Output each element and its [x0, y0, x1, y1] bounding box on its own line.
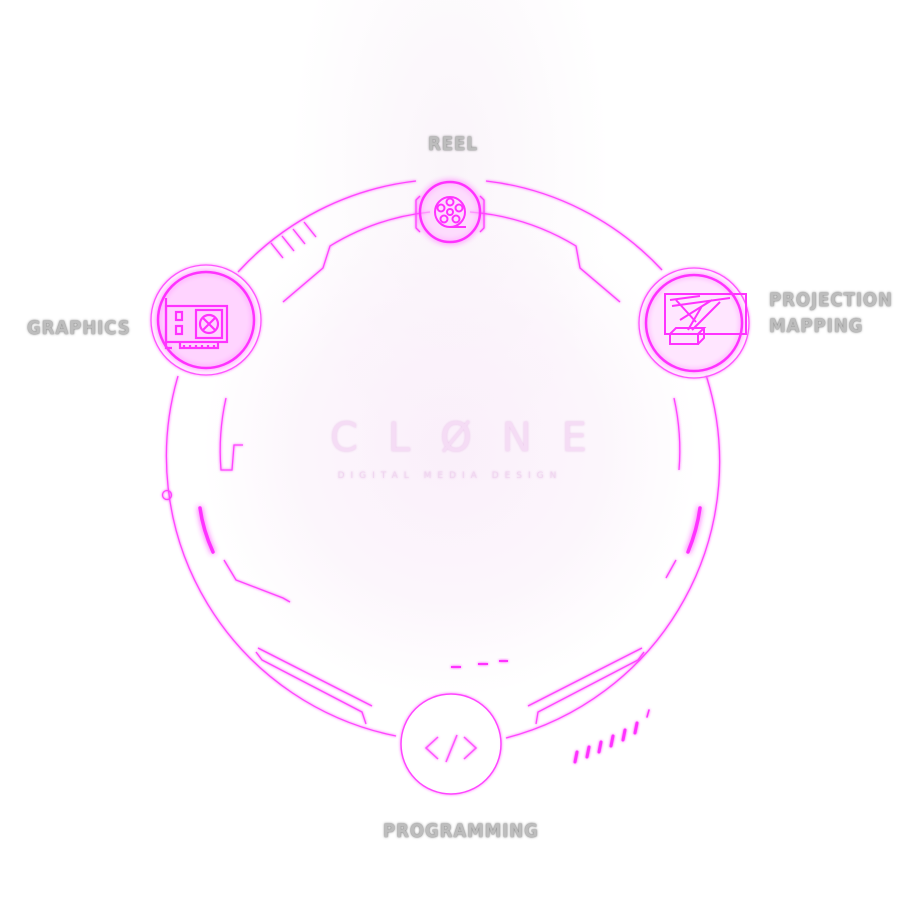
center-logo: CLØNE DIGITAL MEDIA DESIGN	[300, 415, 600, 481]
logo-wordmark: CLØNE	[330, 415, 617, 461]
label-projection-line1: PROJECTION	[769, 289, 893, 311]
label-graphics[interactable]: GRAPHICS	[27, 317, 131, 339]
outer-ring-arc-left	[165, 375, 397, 737]
film-reel-icon	[434, 196, 466, 228]
label-projection-mapping[interactable]: PROJECTION MAPPING	[769, 287, 893, 339]
code-brackets-icon	[424, 734, 478, 763]
label-reel[interactable]: REEL	[428, 133, 478, 155]
logo-tagline: DIGITAL MEDIA DESIGN	[337, 471, 563, 481]
label-programming[interactable]: PROGRAMMING	[383, 820, 539, 842]
label-projection-line2: MAPPING	[769, 315, 864, 337]
graphics-card-icon	[164, 298, 229, 350]
node-graphics[interactable]	[150, 264, 262, 376]
node-projection[interactable]	[638, 267, 750, 379]
outer-ring-arc-top-left	[237, 180, 417, 273]
projector-icon	[664, 293, 747, 345]
node-reel[interactable]	[418, 180, 482, 244]
node-programming[interactable]	[400, 693, 502, 795]
outer-ring-arc-right	[505, 374, 721, 739]
outer-ring-arc-top-right	[485, 180, 663, 271]
